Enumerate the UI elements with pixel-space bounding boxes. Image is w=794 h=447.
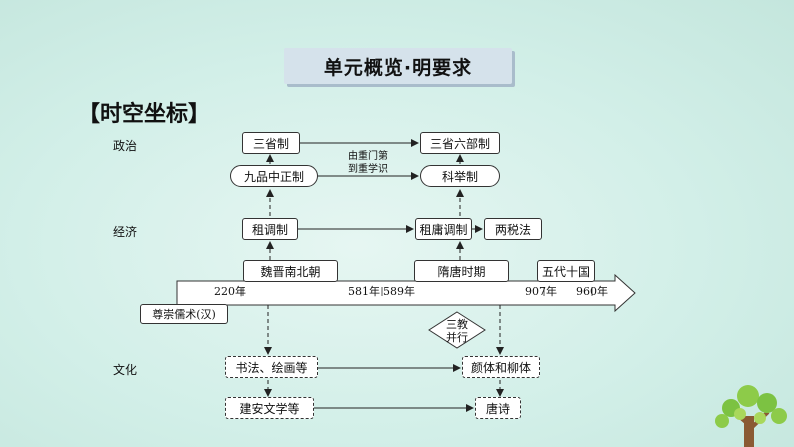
- box-sansheng: 三省制: [242, 132, 300, 154]
- box-yanliu: 颜体和柳体: [462, 356, 540, 378]
- box-confucian: 尊崇儒术(汉): [140, 304, 228, 324]
- period-wudai: 五代十国: [537, 260, 595, 282]
- note-line-2: 到重学识: [348, 164, 388, 175]
- page-title: 单元概览·明要求: [323, 56, 473, 79]
- timeline-arrow: [176, 273, 636, 313]
- politics-note: 由重门第 到重学识: [328, 150, 408, 176]
- period-suitang: 隋唐时期: [414, 260, 509, 282]
- box-calligraphy: 书法、绘画等: [225, 356, 318, 378]
- tick-581: 581年: [348, 285, 380, 298]
- tick-220: 220年: [214, 285, 246, 298]
- tick-589: 589年: [383, 285, 415, 298]
- box-sansheng-liubu: 三省六部制: [420, 132, 500, 154]
- row-label-culture: 文化: [113, 363, 138, 377]
- row-label-economy: 经济: [113, 225, 138, 239]
- box-tangshi: 唐诗: [475, 397, 521, 419]
- header-banner: 单元概览·明要求: [284, 48, 512, 84]
- diamond-sanjiao: 三教并行: [446, 318, 468, 344]
- period-weijin: 魏晋南北朝: [243, 260, 338, 282]
- box-jianan: 建安文学等: [225, 397, 314, 419]
- note-line-1: 由重门第: [348, 151, 388, 162]
- box-liangshui: 两税法: [484, 218, 542, 240]
- box-zudiao: 租调制: [242, 218, 298, 240]
- section-title: 【时空坐标】: [78, 102, 211, 127]
- diamond-shape: [428, 311, 486, 349]
- box-jiupin: 九品中正制: [230, 165, 318, 187]
- row-label-politics: 政治: [113, 139, 138, 153]
- box-zuyongdiao: 租庸调制: [415, 218, 472, 240]
- tree-icon: [715, 385, 787, 447]
- tick-907: 907年: [525, 285, 557, 298]
- tick-960: 960年: [576, 285, 608, 298]
- box-keju: 科举制: [420, 165, 500, 187]
